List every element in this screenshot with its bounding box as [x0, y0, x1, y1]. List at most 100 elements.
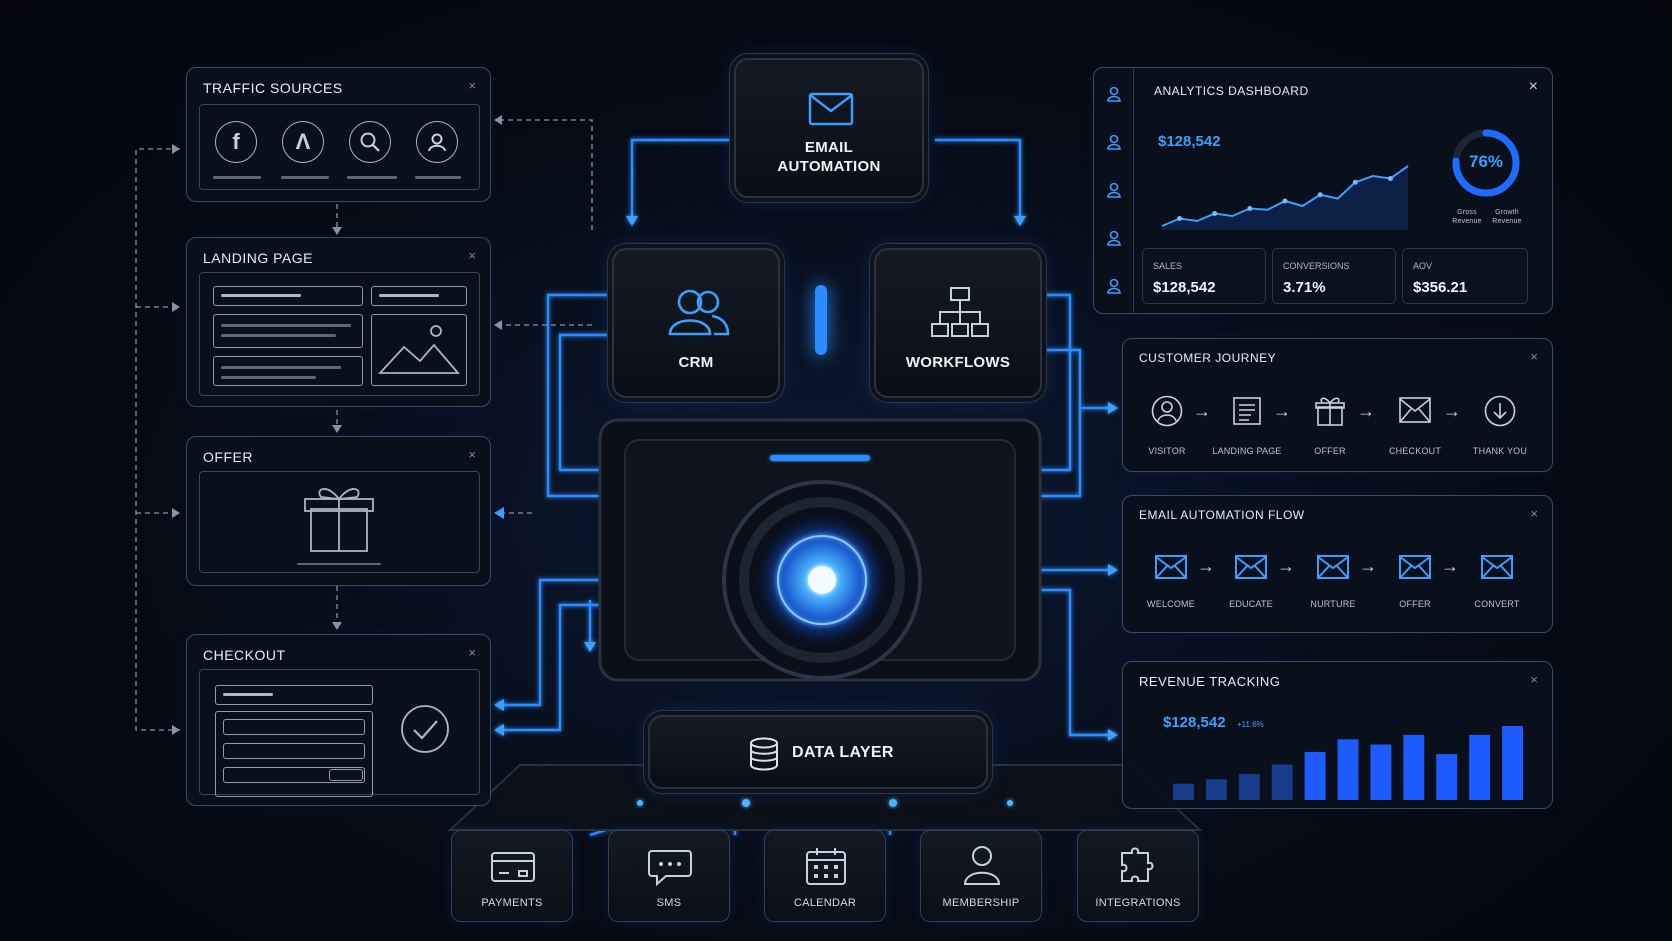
module-label: CRM: [678, 354, 714, 371]
metric-sales: SALES $128,542: [1142, 248, 1266, 304]
gauge-right-label: Growth Revenue: [1492, 209, 1522, 225]
close-icon[interactable]: ×: [468, 447, 476, 462]
revenue-bar: [1436, 754, 1458, 800]
gauge-fill: [1452, 129, 1520, 197]
step-label: WELCOME: [1147, 599, 1195, 609]
database-icon: [748, 737, 780, 776]
metric-aov: AOV $356.21: [1402, 248, 1528, 304]
sidebar-user-icon[interactable]: [1106, 182, 1122, 203]
offer-panel: OFFER ×: [186, 436, 491, 586]
revenue-bar: [1502, 726, 1523, 800]
module-label: CALENDAR: [793, 897, 857, 909]
crm-module[interactable]: CRM: [612, 248, 780, 398]
email-step-educate: EDUCATE: [1211, 554, 1291, 609]
workflows-module[interactable]: WORKFLOWS: [874, 248, 1042, 398]
sidebar: [1094, 68, 1134, 313]
revenue-bar: [1304, 751, 1326, 800]
sidebar-user-icon[interactable]: [1106, 134, 1122, 155]
panel-title: LANDING PAGE: [203, 250, 313, 266]
membership-module[interactable]: MEMBERSHIP: [920, 830, 1042, 922]
calendar-module[interactable]: CALENDAR: [764, 830, 886, 922]
step-label: LANDING PAGE: [1212, 446, 1282, 456]
journey-step-checkout: CHECKOUT: [1375, 395, 1455, 456]
progress-gauge: [1452, 129, 1520, 197]
search-icon[interactable]: [349, 121, 391, 163]
facebook-icon[interactable]: f: [215, 121, 257, 163]
submit-button[interactable]: [329, 769, 363, 781]
email-automation-module[interactable]: EMAIL AUTOMATION: [734, 58, 924, 198]
journey-step-offer: OFFER: [1290, 395, 1370, 456]
headline-value: $128,542: [1158, 133, 1221, 150]
payments-module[interactable]: PAYMENTS: [451, 830, 573, 922]
sidebar-user-icon[interactable]: [1106, 278, 1122, 299]
sparkline-point: [1352, 179, 1358, 185]
envelope-icon: [1399, 555, 1431, 579]
sparkline-point: [1387, 176, 1393, 181]
gift-icon: [1315, 397, 1345, 426]
gift-icon: [297, 481, 381, 566]
sparkline-point: [1247, 206, 1253, 211]
step-label: THANK YOU: [1472, 446, 1528, 456]
analytics-dashboard-panel: ANALYTICS DASHBOARD × $128,542 76% Gross…: [1093, 67, 1553, 314]
metric-label: SALES: [1153, 261, 1183, 271]
document-icon: [1233, 397, 1261, 425]
ads-icon[interactable]: Λ: [282, 121, 324, 163]
workflow-tree-icon: [930, 286, 990, 345]
center-light-bar: [815, 285, 827, 355]
sparkline-point: [1177, 216, 1183, 221]
journey-step-visitor: VISITOR: [1127, 395, 1207, 456]
close-icon[interactable]: ×: [468, 645, 476, 660]
revenue-bar-chart: [1173, 726, 1523, 800]
sparkline-point: [1282, 198, 1288, 204]
close-icon[interactable]: ×: [468, 78, 476, 93]
credit-card-icon: [491, 852, 535, 882]
metric-value: 3.71%: [1283, 279, 1326, 296]
puzzle-icon: [1121, 847, 1154, 882]
revenue-bar: [1238, 774, 1260, 800]
close-icon[interactable]: ×: [468, 248, 476, 263]
panel-title: ANALYTICS DASHBOARD: [1154, 84, 1309, 98]
metric-value: $356.21: [1413, 279, 1468, 296]
sidebar-user-icon[interactable]: [1106, 230, 1122, 251]
panel-title: TRAFFIC SOURCES: [203, 80, 343, 96]
revenue-bar: [1205, 779, 1227, 800]
module-label: SMS: [656, 897, 682, 909]
revenue-bar: [1173, 783, 1194, 800]
gauge-left-label: Gross Revenue: [1452, 209, 1482, 225]
close-icon[interactable]: ×: [1528, 78, 1538, 95]
gauge-value: 76%: [1468, 152, 1504, 171]
data-layer-module[interactable]: DATA LAYER: [648, 715, 988, 789]
panel-title: REVENUE TRACKING: [1139, 674, 1281, 689]
customer-journey-panel: CUSTOMER JOURNEY × VISITOR → LANDING PAG…: [1122, 338, 1553, 472]
step-label: VISITOR: [1148, 446, 1186, 456]
integrations-module[interactable]: INTEGRATIONS: [1077, 830, 1199, 922]
sparkline-point: [1212, 211, 1218, 216]
step-label: CHECKOUT: [1388, 446, 1442, 456]
envelope-icon: [1399, 397, 1431, 423]
close-icon[interactable]: ×: [1530, 349, 1538, 364]
sidebar-user-icon[interactable]: [1106, 86, 1122, 107]
email-step-nurture: NURTURE: [1293, 554, 1373, 609]
panel-title: OFFER: [203, 449, 253, 465]
offer-box: [199, 471, 480, 573]
journey-step-landing-page: LANDING PAGE: [1207, 395, 1287, 456]
page-wireframe: [199, 272, 480, 396]
sms-module[interactable]: SMS: [608, 830, 730, 922]
metric-label: AOV: [1413, 261, 1433, 271]
metric-label: CONVERSIONS: [1283, 261, 1350, 271]
module-label: EMAIL AUTOMATION: [777, 139, 881, 175]
revenue-value: $128,542: [1163, 714, 1226, 731]
panel-title: CHECKOUT: [203, 647, 286, 663]
revenue-sparkline: [1161, 165, 1409, 230]
calendar-icon: [806, 848, 846, 885]
checkmark-icon: [399, 703, 451, 760]
revenue-tracking-panel: REVENUE TRACKING × $128,542 +11.6%: [1122, 661, 1553, 809]
close-icon[interactable]: ×: [1530, 506, 1538, 521]
step-label: OFFER: [1399, 599, 1431, 609]
user-icon[interactable]: [416, 121, 458, 163]
envelope-icon: [1235, 555, 1267, 579]
close-icon[interactable]: ×: [1530, 672, 1538, 687]
panel-title: EMAIL AUTOMATION FLOW: [1139, 508, 1305, 522]
sparkline-area: [1162, 166, 1408, 230]
journey-step-thank-you: THANK YOU: [1460, 395, 1540, 456]
